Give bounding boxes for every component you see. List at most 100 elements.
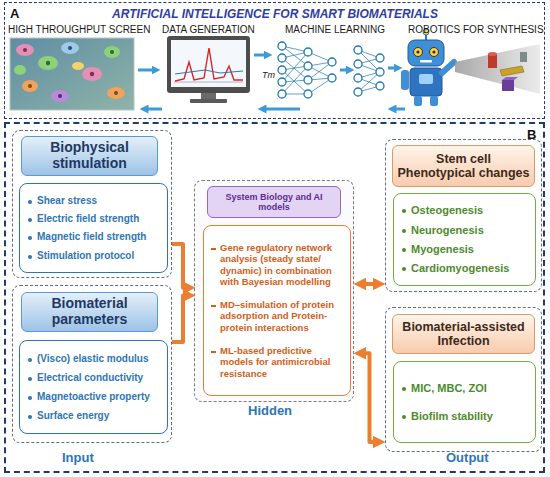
neural-network-part-part (278, 78, 286, 86)
bullet-mark (28, 255, 32, 259)
section-header: Stem cell Phenotypical changes (392, 145, 535, 187)
bullet-mark (28, 200, 32, 204)
item-text: Gene regulatory network analysis (steady… (220, 242, 344, 287)
robot-figure-part (416, 50, 419, 53)
list-item: Electric field strength (26, 213, 161, 225)
robot-figure-part (420, 60, 432, 63)
item-text: (Visco) elastic modulus (37, 353, 161, 365)
parameter-list: (Visco) elastic modulusElectrical conduc… (19, 340, 168, 434)
item-text: Shear stress (37, 195, 161, 207)
item-text: ML-based predictive models for antimicro… (220, 345, 344, 379)
list-item: Biofilm stability (400, 410, 529, 423)
bullet-mark (211, 351, 216, 353)
cell-screen-image-part (90, 72, 94, 76)
robot-figure (401, 29, 454, 106)
method-list: Gene regulatory network analysis (steady… (203, 225, 351, 396)
bullet-mark (28, 218, 32, 222)
item-text: Myogenesis (411, 243, 529, 256)
cell-screen-image-part (110, 50, 114, 54)
neural-network-part-part (354, 46, 362, 54)
list-item: MIC, MBC, ZOI (400, 382, 529, 395)
outcome-list: OsteogenesisNeurogenesisMyogenesisCardio… (393, 193, 536, 286)
item-text: Neurogenesis (411, 224, 529, 237)
cell-screen-image-part (114, 91, 118, 95)
neural-network-part-part (304, 48, 312, 56)
robot-figure-part (442, 62, 454, 73)
parameter-list: Shear stressElectric field strengthMagne… (19, 183, 168, 273)
cell-screen-image-part (23, 48, 27, 52)
section-header: System Biology and AI models (207, 186, 341, 218)
robot-figure-part (414, 96, 422, 106)
computer-monitor-part (175, 48, 243, 81)
list-item: Gene regulatory network analysis (steady… (210, 242, 344, 287)
list-item: Shear stress (26, 195, 161, 207)
cell-screen-image-part (38, 56, 58, 70)
bullet-mark (28, 358, 32, 362)
panel-frame: AARTIFICIAL INTELLIGENCE FOR SMART BIOMA… (4, 2, 545, 119)
list-item: Electrical conductivity (26, 372, 161, 384)
robot-figure-part (430, 48, 439, 57)
cell-screen-image-part (61, 42, 79, 54)
bullet-mark (402, 387, 406, 391)
input-group: Biophysical stimulationShear stressElect… (12, 130, 172, 278)
flow-arrow-part (392, 108, 405, 111)
panel-title: ARTIFICIAL INTELLIGENCE FOR SMART BIOMAT… (65, 7, 485, 21)
bullet-mark (211, 248, 216, 250)
item-text: Biofilm stability (411, 410, 529, 423)
symbol-label: Tm (262, 70, 275, 80)
neural-network-part-part (354, 60, 362, 68)
bullet-mark (28, 415, 32, 419)
synthesis-output-part (502, 80, 514, 91)
connector-arrow (172, 244, 189, 288)
robot-figure-part (414, 48, 423, 57)
list-item: Stimulation protocol (26, 250, 161, 262)
neural-network-part-part (376, 54, 384, 62)
flow-arrow-part (340, 69, 350, 72)
robot-figure-part (401, 70, 409, 90)
output-group: Biomaterial-assisted InfectionMIC, MBC, … (385, 307, 542, 452)
input-group: Biomaterial parameters(Visco) elastic mo… (12, 285, 172, 443)
robot-figure-part (419, 74, 433, 84)
neural-network-part-part (328, 74, 336, 82)
neural-network-part (278, 42, 384, 98)
cell-screen-image-part (72, 62, 84, 70)
neural-network-part-part (278, 66, 286, 74)
computer-monitor-part (174, 82, 243, 83)
neural-network-part-part (278, 54, 286, 62)
synthesis-output-part (500, 66, 524, 76)
synthesis-output-part (520, 52, 527, 62)
item-text: Cardiomyogenesis (411, 262, 529, 275)
computer-monitor-part (175, 70, 243, 74)
bullet-mark (28, 236, 32, 240)
cell-screen-image-part (10, 38, 134, 110)
neural-network-part-part (328, 58, 336, 66)
connector-arrow (172, 295, 189, 342)
neural-network-part-part (354, 74, 362, 82)
step-label: ROBOTICS FOR SYNTHESIS (408, 24, 544, 35)
flow-arrow-part (262, 108, 300, 111)
model-group: System Biology and AI modelsGene regulat… (194, 180, 354, 402)
robot-figure-part (410, 68, 442, 96)
output-group: Stem cell Phenotypical changesOsteogenes… (385, 139, 542, 292)
synthesis-output-part (455, 44, 540, 94)
neural-network-part-part (304, 62, 312, 70)
connector-arrow (360, 353, 379, 442)
list-item: Neurogenesis (400, 224, 529, 237)
item-text: Magnetoactive property (37, 391, 161, 403)
cell-screen-image-part (104, 46, 120, 58)
outcome-list: MIC, MBC, ZOI Biofilm stability (393, 361, 536, 443)
computer-monitor (167, 36, 250, 103)
list-item: ML-based predictive models for antimicro… (210, 345, 344, 379)
robot-figure-part (432, 50, 435, 53)
list-item: Osteogenesis (400, 204, 529, 217)
section-header: Biophysical stimulation (21, 136, 158, 176)
cell-screen-image-part (14, 65, 26, 75)
item-text: Electrical conductivity (37, 372, 161, 384)
bullet-mark (211, 305, 216, 307)
bullet-mark (402, 415, 406, 419)
section-header: Biomaterial-assisted Infection (392, 314, 535, 354)
cell-screen-image-part (16, 44, 34, 56)
item-text: Osteogenesis (411, 204, 529, 217)
synthesis-output-part (502, 77, 518, 80)
robot-figure-part (408, 40, 444, 66)
